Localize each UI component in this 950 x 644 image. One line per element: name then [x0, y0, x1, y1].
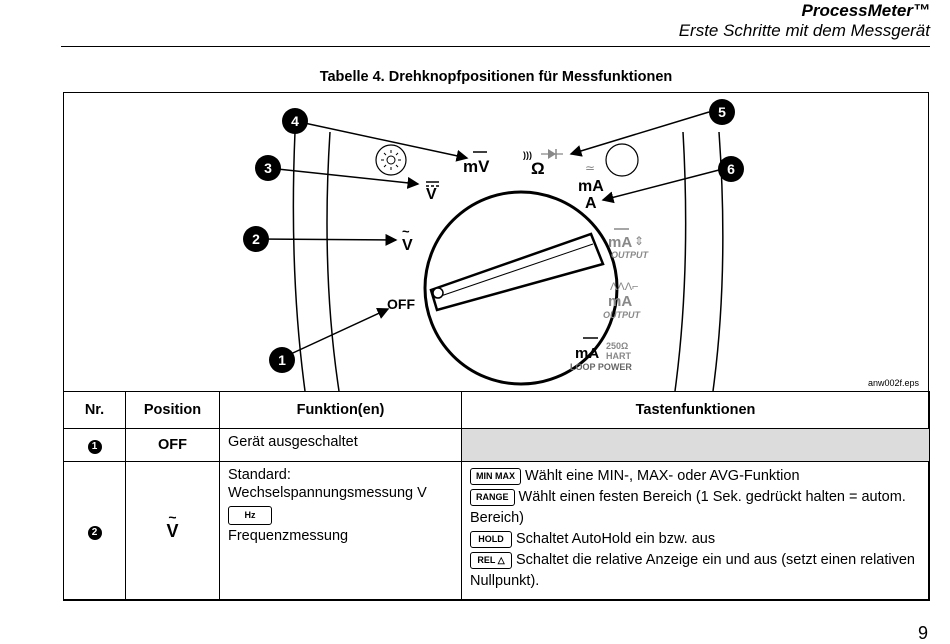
table-caption: Tabelle 4. Drehknopfpositionen für Messf… — [319, 69, 673, 85]
svg-text:⇕: ⇕ — [634, 234, 644, 248]
hold-key-icon: HOLD — [470, 530, 512, 548]
label-off: OFF — [387, 296, 415, 312]
header-funktion: Funktion(en) — [219, 391, 462, 429]
svg-text:ΛΛΛ⌐: ΛΛΛ⌐ — [610, 281, 638, 293]
svg-text:1: 1 — [278, 352, 286, 368]
label-v-dc: V — [426, 186, 437, 203]
svg-text:~: ~ — [402, 224, 410, 239]
header-nr: Nr. — [63, 391, 126, 429]
row-number-badge: 2 — [87, 525, 102, 540]
rotary-switch-figure: OFF V ~ V mV Ω ))) ≃ mA A mA ⇕ OUTPUT ΛΛ… — [63, 92, 929, 391]
header-tastenfunktionen: Tastenfunktionen — [461, 391, 930, 429]
page-number: 9 — [917, 623, 928, 643]
label-ohm: Ω — [531, 159, 545, 178]
svg-text:mA: mA — [608, 293, 632, 310]
header-position: Position — [125, 391, 220, 429]
svg-text:6: 6 — [727, 161, 735, 177]
rotary-switch-diagram: OFF V ~ V mV Ω ))) ≃ mA A mA ⇕ OUTPUT ΛΛ… — [243, 99, 744, 391]
key-line: REL △Schaltet die relative Anzeige ein u… — [470, 551, 915, 589]
callout-2: 2 — [243, 226, 269, 252]
svg-text:4: 4 — [291, 113, 299, 129]
header-rule — [61, 46, 930, 47]
position-v-ac: ~V — [166, 508, 179, 541]
callout-6: 6 — [718, 156, 744, 182]
rel-key-icon: REL △ — [470, 551, 512, 569]
table-row: 2 ~V Standard: Wechselspannungsmessung V… — [63, 461, 930, 601]
svg-text:3: 3 — [264, 160, 272, 176]
label-v-ac: V — [402, 237, 413, 254]
funktion-cell: Standard: Wechselspannungsmessung V Hz F… — [219, 461, 462, 601]
svg-text:LOOP POWER: LOOP POWER — [570, 362, 632, 372]
callout-4: 4 — [282, 108, 308, 134]
row-number-badge: 1 — [87, 439, 102, 454]
svg-text:2: 2 — [252, 231, 260, 247]
label-a: A — [585, 195, 597, 212]
callout-3: 3 — [255, 155, 281, 181]
callout-1: 1 — [269, 347, 295, 373]
minmax-key-icon: MIN MAX — [470, 467, 521, 485]
table-row: 1 OFF Gerät ausgeschaltet — [63, 428, 930, 462]
svg-text:OUTPUT: OUTPUT — [603, 310, 642, 320]
svg-text:mA: mA — [608, 234, 632, 251]
svg-text:≃: ≃ — [585, 161, 595, 175]
position-off: OFF — [125, 428, 220, 462]
funktion-cell: Gerät ausgeschaltet — [219, 428, 462, 462]
svg-text:HART: HART — [606, 351, 631, 361]
svg-text:5: 5 — [718, 104, 726, 120]
svg-text:OUTPUT: OUTPUT — [611, 250, 650, 260]
label-mv: mV — [463, 157, 490, 176]
hz-key-icon: Hz — [228, 506, 272, 525]
figure-id: anw002f.eps — [867, 378, 919, 388]
range-key-icon: RANGE — [470, 488, 515, 506]
funktion-frequenz: Frequenzmessung — [228, 528, 349, 544]
svg-text:))): ))) — [523, 150, 532, 160]
svg-text:mA: mA — [575, 345, 599, 362]
svg-text:250Ω: 250Ω — [606, 341, 628, 351]
callout-5: 5 — [709, 99, 735, 125]
function-table: Nr. Position Funktion(en) Tastenfunktion… — [63, 391, 930, 601]
funktion-standard: Standard: Wechselspannungsmessung V — [228, 467, 427, 501]
table-header-row: Nr. Position Funktion(en) Tastenfunktion… — [63, 391, 930, 429]
header-title: ProcessMeter™ — [801, 1, 930, 20]
header-subtitle: Erste Schritte mit dem Messgerät — [678, 21, 930, 40]
label-ma: mA — [578, 178, 604, 195]
tasten-cell-empty — [461, 428, 930, 462]
